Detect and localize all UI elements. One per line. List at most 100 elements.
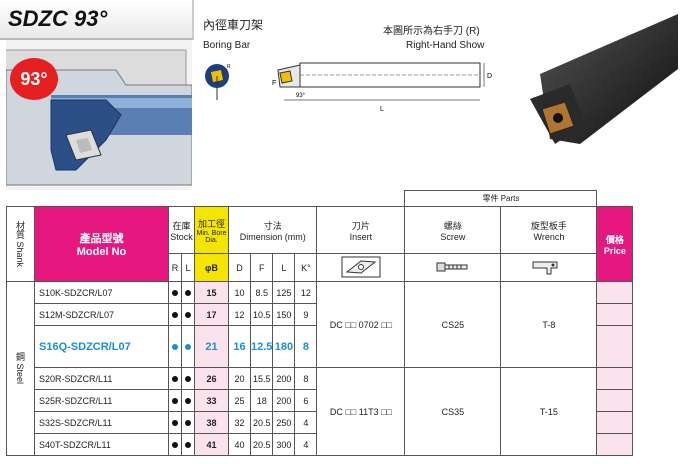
model-cell: S32S-SDZCR/L11 — [34, 411, 169, 434]
price-cell — [596, 325, 634, 368]
f-cell: 8.5 — [249, 281, 274, 304]
l-cell: 180 — [272, 325, 296, 368]
stock-l — [181, 389, 195, 412]
bore-cell: 21 — [194, 325, 229, 368]
d-cell: 25 — [228, 389, 251, 412]
screw-cell: CS25 — [404, 281, 502, 368]
technical-drawing: D L F 93° — [272, 62, 492, 113]
model-cell: S40T-SDZCR/L11 — [34, 433, 169, 456]
title-band — [0, 0, 194, 40]
product-name-cn: 內徑車刀架 — [203, 18, 264, 32]
product-name-en: Boring Bar — [203, 40, 251, 51]
f-cell: 18 — [249, 389, 274, 412]
d-cell: 20 — [228, 367, 251, 390]
price-cell — [596, 411, 634, 434]
product-photo — [530, 14, 678, 144]
stock-l — [181, 433, 195, 456]
insert-cell: DC □□ 11T3 □□ — [316, 367, 406, 456]
wrench-cell: T-8 — [500, 281, 598, 368]
wrench-icon — [500, 253, 598, 282]
d-cell: 16 — [228, 325, 251, 368]
d-header: D — [228, 253, 251, 282]
phib-header: φB — [194, 253, 229, 282]
table-row: 鋼 Steel S10K-SDZCR/L07 15 10 8.5 125 12 … — [6, 281, 634, 456]
stock-l — [181, 325, 195, 368]
d-cell: 12 — [228, 303, 251, 326]
stock-r — [168, 411, 182, 434]
dim-f-label: F — [272, 80, 276, 87]
d-cell: 40 — [228, 433, 251, 456]
svg-text:R: R — [227, 64, 231, 70]
k-cell: 6 — [294, 389, 318, 412]
stock-l — [181, 367, 195, 390]
bore-header: 加工徑 Min. Bore Dia. — [194, 206, 229, 254]
table-row: S40T-SDZCR/L11 41 40 20.5 300 4 — [7, 433, 634, 456]
dim-l-label: L — [380, 106, 384, 113]
price-cell — [596, 389, 634, 412]
model-cell: S10K-SDZCR/L07 — [34, 281, 169, 304]
shank-header: 材質 Shank — [6, 206, 35, 282]
angle-badge: 93° — [10, 58, 58, 100]
f-cell: 10.5 — [249, 303, 274, 326]
l-cell: 125 — [272, 281, 296, 304]
stock-r-header: R — [168, 253, 182, 282]
boring-bar-illustration — [6, 40, 192, 190]
k-cell: 9 — [294, 303, 318, 326]
k-cell: 8 — [294, 325, 318, 368]
l-cell: 200 — [272, 367, 296, 390]
price-cell — [596, 433, 634, 456]
stock-l-header: L — [181, 253, 195, 282]
d-cell: 32 — [228, 411, 251, 434]
l-header: L — [272, 253, 296, 282]
model-cell: S12M-SDZCR/L07 — [34, 303, 169, 326]
stock-r — [168, 389, 182, 412]
stock-r — [168, 281, 182, 304]
f-cell: 15.5 — [249, 367, 274, 390]
note-cn: 本圖所示為右手刀 (R) — [383, 26, 480, 37]
screw-cell: CS35 — [404, 367, 502, 456]
dim-d-label: D — [487, 73, 492, 80]
insert-icon — [316, 253, 406, 282]
price-cell — [596, 281, 634, 304]
stock-r — [168, 303, 182, 326]
bore-cell: 26 — [194, 367, 229, 390]
f-cell: 20.5 — [249, 433, 274, 456]
model-cell: S16Q-SDZCR/L07 — [34, 325, 169, 368]
bore-cell: 17 — [194, 303, 229, 326]
dim-k-label: 93° — [296, 93, 306, 99]
stock-l — [181, 281, 195, 304]
stock-r — [168, 433, 182, 456]
stock-l — [181, 411, 195, 434]
k-cell: 8 — [294, 367, 318, 390]
wrench-cell: T-15 — [500, 367, 598, 456]
l-cell: 300 — [272, 433, 296, 456]
page-title: SDZC 93° — [8, 6, 108, 31]
l-cell: 200 — [272, 389, 296, 412]
k-cell: 4 — [294, 433, 318, 456]
bore-cell: 41 — [194, 433, 229, 456]
screw-icon — [404, 253, 502, 282]
f-header: F — [249, 253, 274, 282]
stock-r — [168, 367, 182, 390]
bore-cell: 15 — [194, 281, 229, 304]
price-cell — [596, 303, 634, 326]
insert-cell: DC □□ 0702 □□ — [316, 281, 406, 368]
f-cell: 12.5 — [249, 325, 274, 368]
k-header: K° — [294, 253, 318, 282]
table-row: S20R-SDZCR/L11 26 20 15.5 200 8 DC □□ 11… — [7, 367, 634, 456]
table-row: S32S-SDZCR/L11 38 32 20.5 250 4 — [7, 411, 634, 434]
insert-position-icon: R — [205, 64, 231, 100]
price-cell — [596, 367, 634, 390]
k-cell: 4 — [294, 411, 318, 434]
l-cell: 250 — [272, 411, 296, 434]
note-en: Right-Hand Show — [406, 40, 485, 51]
shank-material: 鋼 Steel — [6, 281, 35, 456]
k-cell: 12 — [294, 281, 318, 304]
